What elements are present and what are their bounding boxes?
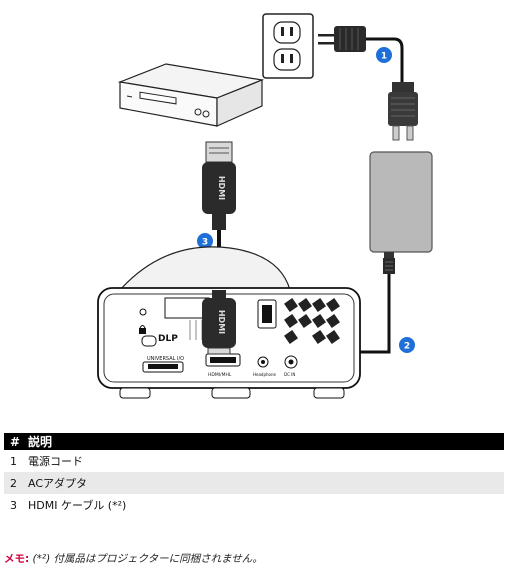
table-row: 2 ACアダプタ — [4, 472, 504, 494]
media-player-icon — [117, 63, 265, 127]
power-plug-icon — [318, 26, 366, 52]
universal-io-label: UNIVERSAL I/O — [147, 356, 184, 362]
note: メモ: (*²) 付属品はプロジェクターに同梱されません。 — [4, 551, 263, 566]
header-number: # — [4, 433, 22, 450]
svg-text:1: 1 — [381, 52, 387, 62]
svg-text:2: 2 — [404, 342, 410, 352]
svg-text:3: 3 — [202, 238, 208, 248]
hdmi-text-bottom: HDMI — [217, 310, 226, 334]
callout-3: 3 — [197, 233, 213, 249]
table-row: 3 HDMI ケーブル (*²) — [4, 494, 504, 516]
table-header-row: # 説明 — [4, 433, 504, 450]
row-description: ACアダプタ — [22, 472, 504, 494]
parts-table: # 説明 1 電源コード 2 ACアダプタ 3 HDMI ケーブル (*²) — [4, 433, 504, 516]
dc-in-label: DC IN — [284, 372, 295, 377]
dlp-logo: DLP — [158, 334, 178, 344]
table-row: 1 電源コード — [4, 450, 504, 472]
hdmi-text-top: HDMI — [217, 176, 226, 200]
note-text: (*²) 付属品はプロジェクターに同梱されません。 — [32, 553, 263, 565]
row-number: 3 — [10, 498, 17, 512]
wall-outlet-icon — [262, 13, 314, 79]
ac-connector-icon — [388, 82, 418, 141]
row-number: 1 — [10, 454, 17, 468]
hdmi-connector-bottom-icon: HDMI — [202, 290, 236, 355]
callout-1: 1 — [376, 47, 392, 63]
ac-adapter-icon — [369, 151, 433, 274]
headphone-label: Headphone — [253, 372, 277, 377]
header-description: 説明 — [22, 433, 504, 450]
callout-2: 2 — [399, 337, 415, 353]
row-number: 2 — [4, 472, 22, 494]
row-description: 電源コード — [28, 455, 83, 468]
connection-diagram: HDMI 1 3 DLP — [97, 13, 433, 399]
hdmi-mhl-label: HDMI/MHL — [208, 372, 232, 378]
hdmi-connector-top-icon: HDMI — [202, 141, 236, 230]
note-label: メモ: — [4, 553, 30, 565]
projector-icon: DLP UNIVERSAL I/O HDMI/MHL — [97, 246, 361, 399]
row-description: HDMI ケーブル (*²) — [28, 499, 127, 512]
power-cord — [366, 37, 404, 82]
